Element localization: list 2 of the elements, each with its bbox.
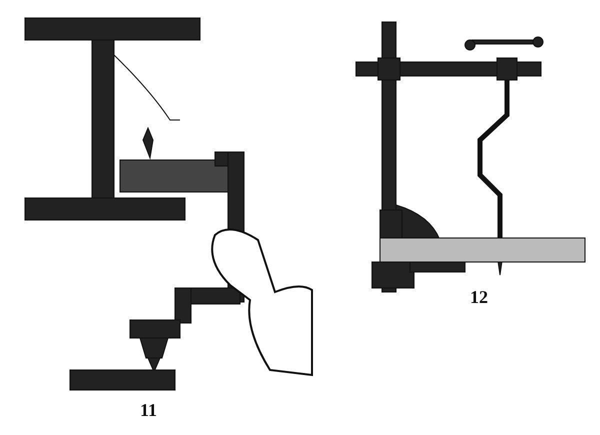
figure-number: 12: [470, 287, 488, 308]
figure-number: 11: [140, 400, 158, 421]
